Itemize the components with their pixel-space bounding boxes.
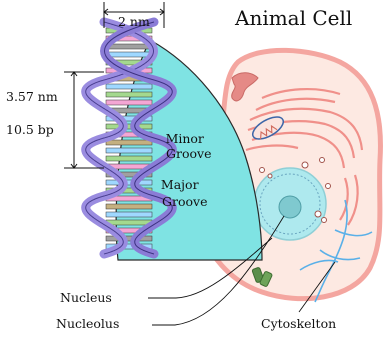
minor-groove-line-2: Groove	[158, 146, 211, 161]
cytoskeleton-label: Cytoskelton	[261, 316, 336, 331]
minor-groove-line-1: Minor	[158, 131, 211, 146]
major-groove-label: Major Groove	[152, 176, 207, 210]
dna-pitch-bp-label: 10.5 bp	[6, 122, 54, 137]
dna-width-label: 2 nm	[118, 14, 150, 29]
major-groove-line-2: Groove	[152, 193, 207, 210]
nucleus-label: Nucleus	[60, 290, 112, 305]
nucleus	[254, 168, 326, 240]
dna-pitch-length-label: 3.57 nm	[6, 89, 58, 104]
diagram-title: Animal Cell	[235, 6, 352, 30]
minor-groove-label: Minor Groove	[158, 131, 211, 161]
nucleolus-label: Nucleolus	[56, 316, 119, 331]
major-groove-line-1: Major	[152, 176, 207, 193]
